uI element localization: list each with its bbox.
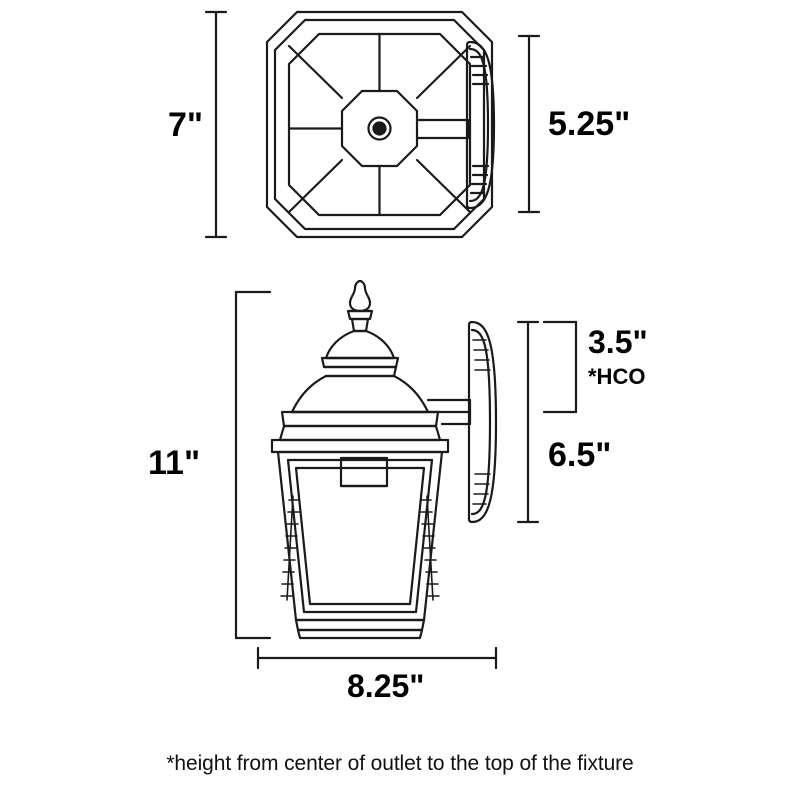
dimension-label-mount-height: 3.5" <box>588 324 648 360</box>
dimension-label-backplate: 6.5" <box>548 436 612 474</box>
side-view-group <box>270 279 498 640</box>
dim-3-5-inches <box>542 320 578 414</box>
dimension-label-hco-note: *HCO <box>588 364 646 389</box>
dim-11-inches <box>234 290 272 640</box>
dimension-label-overall-width: 8.25" <box>347 668 425 704</box>
dimension-label-top-depth: 5.25" <box>548 105 631 143</box>
footnote-text: *height from center of outlet to the top… <box>166 752 634 775</box>
dimension-label-overall-height: 11" <box>148 444 201 482</box>
dimension-label-top-width: 7" <box>168 106 204 144</box>
dim-8-25-inches <box>256 646 498 670</box>
top-view-group <box>265 10 496 239</box>
dim-6-5-inches <box>516 320 540 524</box>
dim-7-inches <box>204 10 228 239</box>
dim-5-25-inches <box>517 34 541 214</box>
